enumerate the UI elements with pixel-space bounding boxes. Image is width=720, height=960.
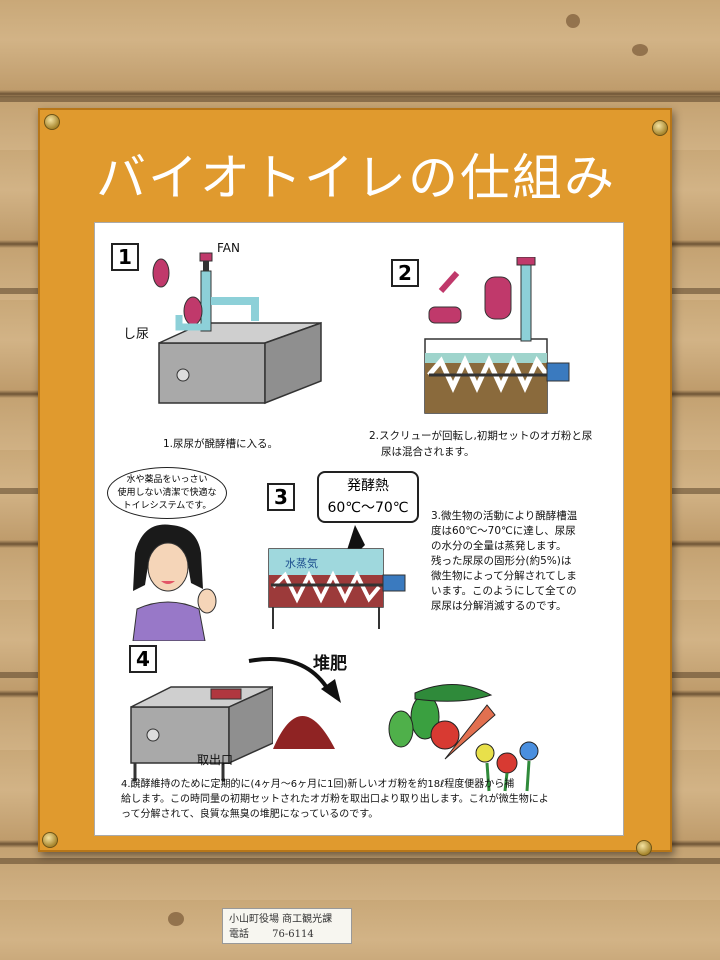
plank-seam xyxy=(0,96,720,102)
contact-office: 小山町役場 商工観光課 xyxy=(229,914,333,925)
diagram-panel: 1 FAN し尿 1.尿尿が醗酵槽に入る。 2 xyxy=(94,222,624,836)
step-3-caption: 3.微生物の活動により醗酵槽温 度は60℃～70℃に達し、尿尿 の水分の全量は蒸… xyxy=(431,509,577,614)
compost-label: 堆肥 xyxy=(313,654,347,674)
step-3-caption-line: 度は60℃～70℃に達し、尿尿 xyxy=(431,525,576,537)
wood-knot xyxy=(632,44,648,56)
step-4-caption: 4.醗酵維持のために定期的に(4ヶ月～6ヶ月に1回)新しいオガ粉を約18ℓ程度便… xyxy=(121,777,549,822)
step-1-caption: 1.尿尿が醗酵槽に入る。 xyxy=(163,438,279,450)
arrow-icon xyxy=(248,657,341,703)
screw xyxy=(652,120,668,136)
step-1-number: 1 xyxy=(111,243,139,271)
step-3-caption-line: 3.微生物の活動により醗酵槽温 xyxy=(431,510,578,522)
speech-line: 使用しない清潔で快適な xyxy=(117,488,217,498)
step-3-caption-line: 残った尿尿の固形分(約5%)は xyxy=(431,555,572,567)
step-4-tank-illustration xyxy=(130,686,273,781)
step-3-caption-line: います。このようにして全ての xyxy=(431,585,577,597)
step-3-fermentation-illustration xyxy=(268,525,406,629)
plank-seam xyxy=(0,858,720,864)
step-3-caption-line: 微生物によって分解されてしま xyxy=(431,570,577,582)
screw xyxy=(636,840,652,856)
speech-line: トイレシステムです。 xyxy=(122,501,212,511)
compost-and-produce-illustration xyxy=(273,684,539,792)
step-4-caption-line: 4.醗酵維持のために定期的に(4ヶ月～6ヶ月に1回)新しいオガ粉を約18ℓ程度便… xyxy=(121,779,515,790)
step-4-number: 4 xyxy=(129,645,157,673)
step-2-caption-line-2: 尿は混合されます。 xyxy=(381,446,475,458)
speech-bubble: 水や薬品をいっさい 使用しない清潔で快適な トイレシステムです。 xyxy=(107,467,227,519)
step-4-caption-line: 給します。この時同量の初期セットされたオガ粉を取出口より取り出します。これが微生… xyxy=(121,794,549,805)
heat-range: 60℃～70℃ xyxy=(327,500,409,516)
steam-label: 水蒸気 xyxy=(285,557,318,570)
contact-phone: 電話 76-6114 xyxy=(229,929,314,940)
step-2-caption-line-1: 2.スクリューが回転し,初期セットのオガ粉と尿 xyxy=(369,430,593,442)
step-1-tank-illustration xyxy=(152,252,322,405)
outlet-label: 取出口 xyxy=(197,753,234,767)
wood-knot xyxy=(168,912,184,926)
step-2-screw-illustration xyxy=(424,257,570,414)
contact-tag: 小山町役場 商工観光課 電話 76-6114 xyxy=(222,908,352,944)
step-3-number: 3 xyxy=(267,483,295,511)
fan-label: FAN xyxy=(217,241,240,255)
step-2-number: 2 xyxy=(391,259,419,287)
guide-character-illustration xyxy=(132,524,217,641)
step-4-caption-line: って分解されて、良質な無臭の堆肥になっているのです。 xyxy=(121,809,379,820)
sign-board: バイオトイレの仕組み 1 FAN し尿 1.尿尿が醗酵槽に入る。 2 xyxy=(38,108,672,856)
heat-label: 発酵熱 xyxy=(347,478,389,494)
screw xyxy=(42,832,58,848)
sign-title: バイオトイレの仕組み xyxy=(96,149,616,207)
heat-callout: 発酵熱 60℃～70℃ xyxy=(317,471,419,523)
step-3-caption-line: 尿尿は分解消滅するのです。 xyxy=(431,600,567,612)
waste-label: し尿 xyxy=(123,327,150,342)
step-3-caption-line: の水分の全量は蒸発します。 xyxy=(431,540,567,552)
screw xyxy=(44,114,60,130)
wood-knot xyxy=(566,14,580,28)
speech-line: 水や薬品をいっさい xyxy=(126,475,208,485)
